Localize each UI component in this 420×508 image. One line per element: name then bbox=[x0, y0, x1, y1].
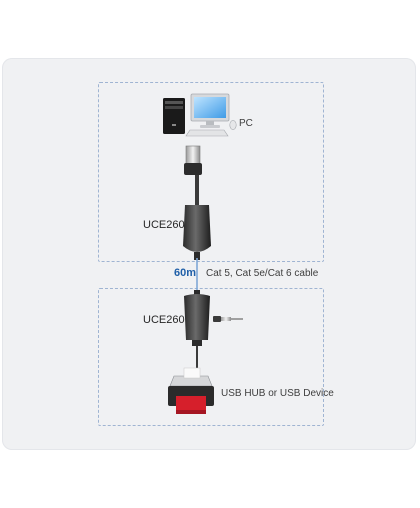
power-adapter-icon bbox=[213, 316, 243, 322]
cable-type-label: Cat 5, Cat 5e/Cat 6 cable bbox=[206, 268, 319, 279]
usb-plug-icon bbox=[184, 145, 202, 205]
monitor-icon bbox=[190, 93, 230, 128]
receiver-model-label: UCE260 bbox=[143, 314, 185, 326]
printer-icon bbox=[168, 367, 214, 414]
pc-label: PC bbox=[239, 118, 253, 129]
keyboard-icon bbox=[185, 129, 229, 137]
usb-device-label: USB HUB or USB Device bbox=[221, 388, 334, 399]
local-zone bbox=[98, 82, 324, 262]
receiver-dongle-icon bbox=[184, 290, 210, 372]
distance-label: 60m bbox=[174, 267, 197, 279]
remote-zone bbox=[98, 288, 324, 426]
transmitter-model-label: UCE260 bbox=[143, 219, 185, 231]
pc-tower-icon bbox=[163, 98, 185, 134]
transmitter-dongle-icon bbox=[183, 205, 211, 260]
mouse-icon bbox=[229, 120, 237, 130]
